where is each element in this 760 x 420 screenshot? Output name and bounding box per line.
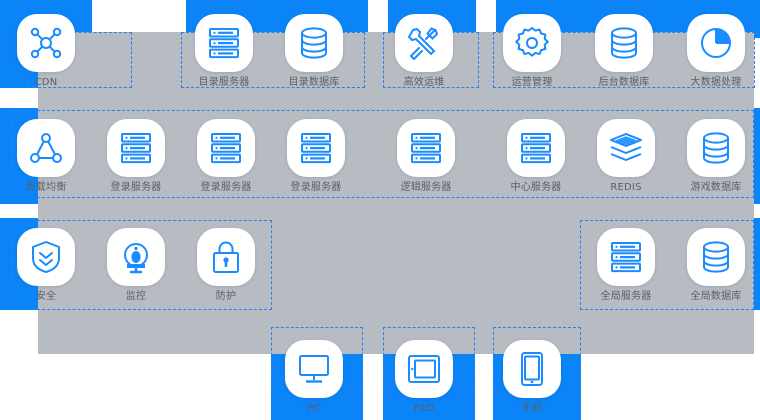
node-label: 高效运维 xyxy=(403,77,445,88)
node-server-rack[interactable]: 中心服务器 xyxy=(504,119,568,194)
node-database-cylinder[interactable]: 游戏数据库 xyxy=(684,119,748,194)
node-server-rack[interactable]: 登录服务器 xyxy=(194,119,258,194)
node-label: 大数据处理 xyxy=(690,77,742,88)
node-smartphone[interactable]: 手机 xyxy=(500,340,564,415)
server-rack-icon xyxy=(397,119,455,177)
server-rack-icon xyxy=(287,119,345,177)
server-rack-icon xyxy=(597,228,655,286)
node-tablet[interactable]: PAD xyxy=(392,340,456,415)
node-server-rack[interactable]: 登录服务器 xyxy=(104,119,168,194)
server-rack-icon xyxy=(107,119,165,177)
node-label: PC xyxy=(307,403,321,414)
node-label: 逻辑服务器 xyxy=(400,182,452,193)
node-label: 全局服务器 xyxy=(600,291,652,302)
layers-stack-icon xyxy=(597,119,655,177)
node-server-rack[interactable]: 全局服务器 xyxy=(594,228,658,303)
node-label: 登录服务器 xyxy=(200,182,252,193)
node-server-rack[interactable]: 登录服务器 xyxy=(284,119,348,194)
node-database-cylinder[interactable]: 全局数据库 xyxy=(684,228,748,303)
node-label: 中心服务器 xyxy=(510,182,562,193)
node-gear-settings[interactable]: 运营管理 xyxy=(500,14,564,89)
shield-security-icon xyxy=(17,228,75,286)
gear-settings-icon xyxy=(503,14,561,72)
camera-monitor-icon xyxy=(107,228,165,286)
node-label: REDIS xyxy=(610,182,642,193)
pie-chart-icon xyxy=(687,14,745,72)
node-label: 登录服务器 xyxy=(110,182,162,193)
node-label: CDN xyxy=(34,77,58,88)
node-label: PAD xyxy=(413,403,435,414)
node-tools-wrench-screwdriver[interactable]: 高效运维 xyxy=(392,14,456,89)
lock-protect-icon xyxy=(197,228,255,286)
tools-wrench-screwdriver-icon xyxy=(395,14,453,72)
database-cylinder-icon xyxy=(687,119,745,177)
database-cylinder-icon xyxy=(687,228,745,286)
node-label: 防护 xyxy=(215,291,237,302)
node-label: 目录数据库 xyxy=(288,77,340,88)
load-balancer-icon xyxy=(17,119,75,177)
node-server-rack[interactable]: 逻辑服务器 xyxy=(394,119,458,194)
node-shield-security[interactable]: 安全 xyxy=(14,228,78,303)
node-label: 登录服务器 xyxy=(290,182,342,193)
tablet-icon xyxy=(395,340,453,398)
node-label: 负载均衡 xyxy=(25,182,67,193)
node-label: 运营管理 xyxy=(511,77,553,88)
directory-group xyxy=(181,32,365,88)
main-gray-panel xyxy=(38,32,754,354)
database-cylinder-icon xyxy=(595,14,653,72)
server-rack-icon xyxy=(197,119,255,177)
node-label: 安全 xyxy=(35,291,57,302)
node-server-rack[interactable]: 目录服务器 xyxy=(192,14,256,89)
node-database-cylinder[interactable]: 目录数据库 xyxy=(282,14,346,89)
node-camera-monitor[interactable]: 监控 xyxy=(104,228,168,303)
node-label: 后台数据库 xyxy=(598,77,650,88)
node-layers-stack[interactable]: REDIS xyxy=(594,119,658,194)
node-lock-protect[interactable]: 防护 xyxy=(194,228,258,303)
desktop-monitor-icon xyxy=(285,340,343,398)
smartphone-icon xyxy=(503,340,561,398)
node-label: 监控 xyxy=(125,291,147,302)
node-desktop-monitor[interactable]: PC xyxy=(282,340,346,415)
cdn-network-icon xyxy=(17,14,75,72)
server-rack-icon xyxy=(507,119,565,177)
node-label: 游戏数据库 xyxy=(690,182,742,193)
node-label: 全局数据库 xyxy=(690,291,742,302)
node-pie-chart[interactable]: 大数据处理 xyxy=(684,14,748,89)
node-cdn-network[interactable]: CDN xyxy=(14,14,78,89)
node-label: 目录服务器 xyxy=(198,77,250,88)
node-load-balancer[interactable]: 负载均衡 xyxy=(14,119,78,194)
server-rack-icon xyxy=(195,14,253,72)
node-database-cylinder[interactable]: 后台数据库 xyxy=(592,14,656,89)
node-label: 手机 xyxy=(521,403,543,414)
cluster-group xyxy=(12,110,754,198)
database-cylinder-icon xyxy=(285,14,343,72)
global-group xyxy=(580,220,754,310)
security-group xyxy=(12,220,272,310)
